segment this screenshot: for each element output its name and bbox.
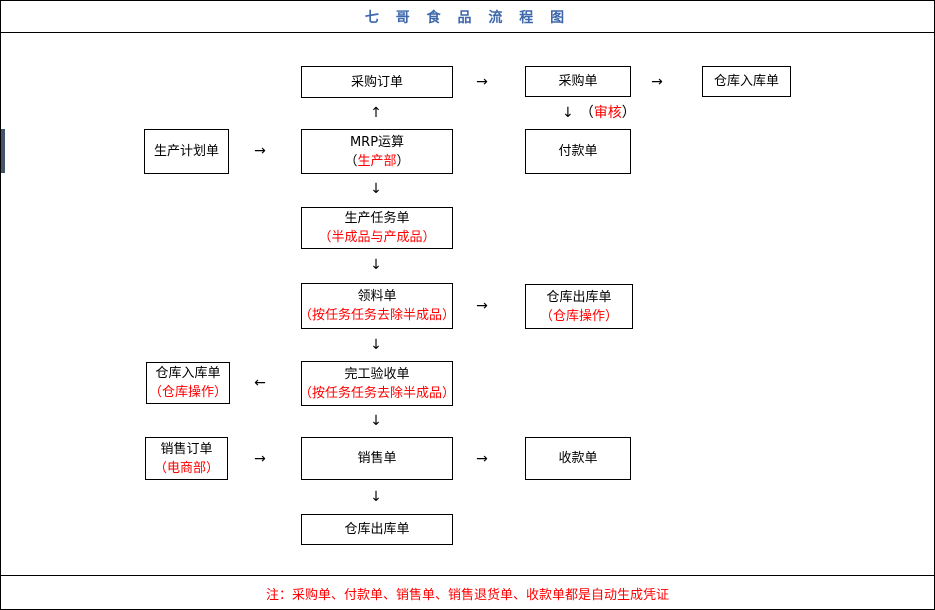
- arrow-right-icon: →: [254, 451, 266, 467]
- node-label: 生产任务单: [344, 211, 410, 226]
- sub-text: 生产部: [357, 153, 397, 169]
- node-label: MRP运算: [349, 134, 405, 150]
- node-sublabel: （按任务任务去除半成品）: [299, 308, 456, 323]
- audit-close-paren: ）: [621, 105, 636, 121]
- page-title: 七 哥 食 品 流 程 图: [1, 1, 934, 33]
- node-warehouse-in-left: 仓库入库单 （仓库操作）: [146, 362, 230, 404]
- audit-label: 审核: [593, 105, 622, 121]
- arrow-left-icon: ←: [254, 375, 266, 391]
- arrow-down-icon: ↓: [562, 105, 574, 121]
- node-sublabel: （按任务任务去除半成品）: [299, 385, 456, 401]
- arrow-right-icon: →: [476, 451, 488, 467]
- node-completion-acceptance: 完工验收单 （按任务任务去除半成品）: [299, 361, 456, 406]
- node-warehouse-out-bottom: 仓库出库单: [301, 514, 453, 545]
- node-purchase-order: 采购订单: [301, 66, 453, 98]
- node-production-plan: 生产计划单: [144, 129, 229, 174]
- node-sales-order: 销售订单 （电商部）: [145, 437, 228, 480]
- arrow-right-icon: →: [476, 74, 488, 90]
- node-sublabel: （半成品与产成品）: [318, 230, 436, 245]
- node-sales-bill: 销售单: [301, 437, 453, 480]
- arrow-right-icon: →: [254, 143, 266, 159]
- arrow-down-icon: ↓: [370, 489, 382, 505]
- arrow-right-icon: →: [476, 298, 488, 314]
- node-label: 生产计划单: [153, 144, 219, 159]
- node-sublabel: （仓库操作）: [539, 308, 618, 324]
- node-receipt-bill: 收款单: [525, 437, 631, 480]
- node-material-requisition: 领料单 （按任务任务去除半成品）: [299, 283, 456, 329]
- arrow-right-icon: →: [651, 74, 663, 90]
- arrow-down-icon: ↓: [370, 181, 382, 197]
- node-label: 销售单: [357, 451, 397, 466]
- sub-close-paren: ）: [396, 153, 410, 169]
- node-label: 仓库出库单: [344, 522, 410, 537]
- node-purchase-bill: 采购单: [525, 66, 631, 97]
- audit-open-paren: （: [579, 105, 594, 121]
- node-sublabel: （生产部）: [344, 152, 409, 171]
- node-label: 仓库出库单: [546, 289, 612, 305]
- node-label: 仓库入库单: [713, 74, 779, 89]
- node-label: 仓库入库单: [155, 366, 221, 381]
- arrow-up-icon: ↑: [370, 105, 382, 121]
- node-label: 付款单: [558, 144, 598, 159]
- node-warehouse-in-top: 仓库入库单: [702, 66, 791, 97]
- node-sublabel: （电商部）: [153, 460, 219, 476]
- footer-note: 注：采购单、付款单、销售单、销售退货单、收款单都是自动生成凭证: [1, 575, 934, 609]
- node-label: 完工验收单: [344, 366, 410, 382]
- node-label: 领料单: [357, 289, 397, 304]
- arrow-down-icon: ↓: [370, 413, 382, 429]
- sub-open-paren: （: [344, 153, 358, 169]
- left-edge-marker: [1, 129, 5, 173]
- audit-annotation: ↓ （ 审核 ）: [562, 101, 636, 125]
- node-mrp-run: MRP运算 （生产部）: [301, 129, 453, 174]
- arrow-down-icon: ↓: [370, 337, 382, 353]
- node-payment-bill: 付款单: [525, 129, 631, 174]
- node-sublabel: （仓库操作）: [148, 385, 227, 400]
- node-production-task: 生产任务单 （半成品与产成品）: [301, 207, 453, 249]
- node-label: 销售订单: [160, 441, 213, 457]
- node-label: 收款单: [558, 451, 598, 466]
- node-warehouse-out-mid: 仓库出库单 （仓库操作）: [525, 284, 633, 329]
- node-label: 采购单: [558, 74, 598, 89]
- arrow-down-icon: ↓: [370, 257, 382, 273]
- node-label: 采购订单: [350, 74, 403, 90]
